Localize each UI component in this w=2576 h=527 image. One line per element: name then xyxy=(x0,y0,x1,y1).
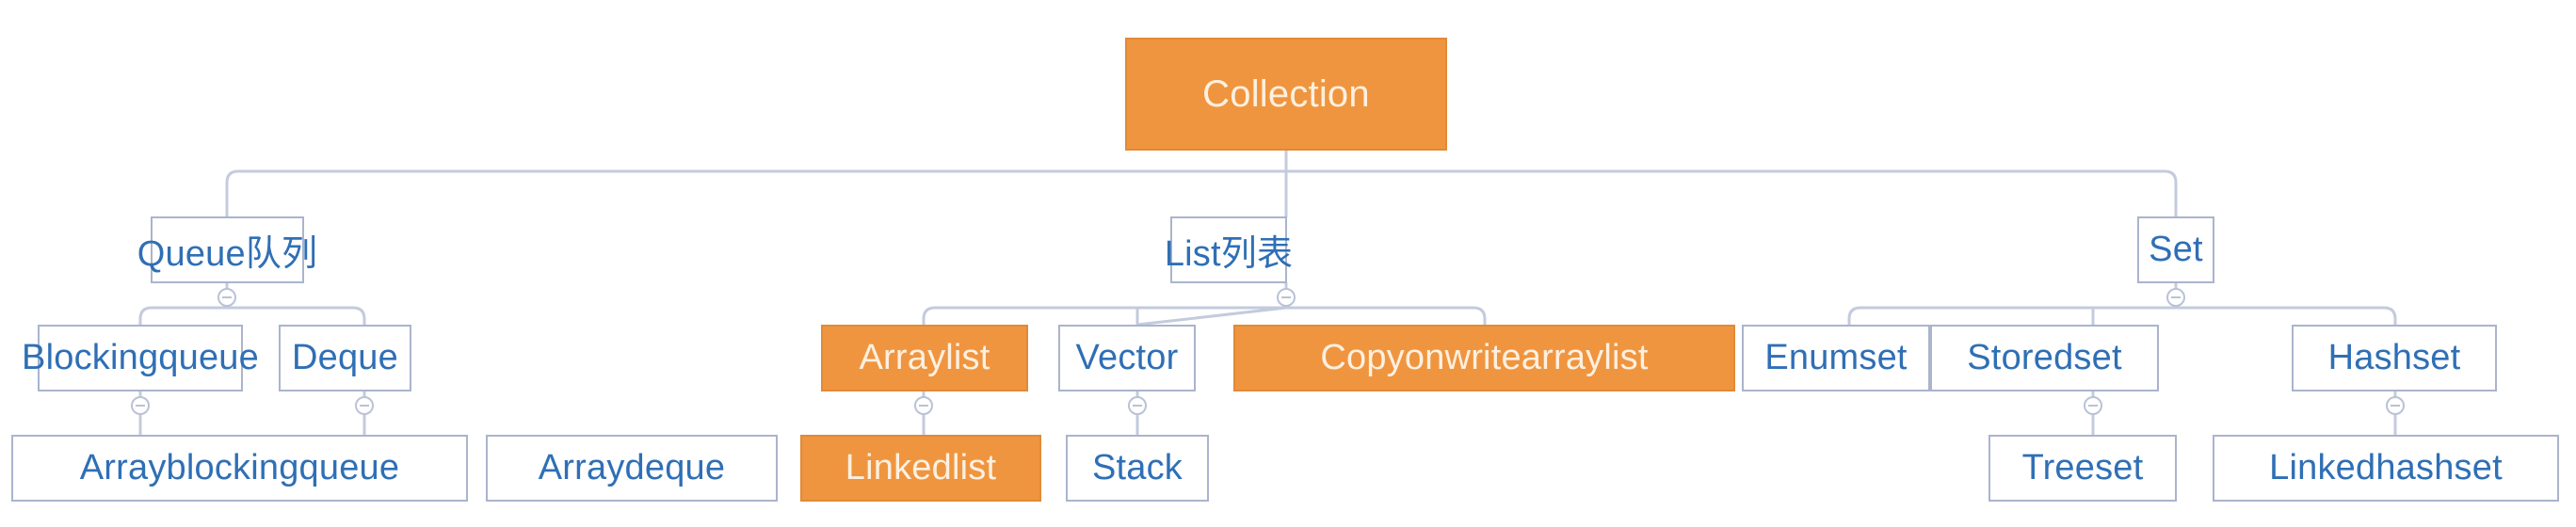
node-deque[interactable]: Deque xyxy=(279,325,411,391)
node-label: Hashset xyxy=(2327,338,2461,377)
node-enumset[interactable]: Enumset xyxy=(1742,325,1930,391)
node-hashset[interactable]: Hashset xyxy=(2292,325,2497,391)
node-list[interactable]: List列表 xyxy=(1165,216,1293,283)
node-label: Linkedlist xyxy=(845,448,997,487)
node-arraydeque[interactable]: Arraydeque xyxy=(486,435,778,502)
edge-queue-deque xyxy=(225,306,366,327)
collapse-handle-list[interactable] xyxy=(1277,288,1296,307)
node-label: Arraydeque xyxy=(538,448,726,487)
edge-bus-to-set xyxy=(1284,169,2178,218)
node-linkedlist[interactable]: Linkedlist xyxy=(800,435,1041,502)
node-arrayblockingqueue[interactable]: Arrayblockingqueue xyxy=(11,435,468,502)
collapse-handle-set[interactable] xyxy=(2166,288,2185,307)
node-copyonwritearraylist[interactable]: Copyonwritearraylist xyxy=(1233,325,1735,391)
collapse-handle-queue[interactable] xyxy=(217,288,236,307)
node-label: Vector xyxy=(1075,338,1179,377)
node-set[interactable]: Set xyxy=(2137,216,2214,283)
node-label: Set xyxy=(2149,230,2203,269)
collapse-handle-vector[interactable] xyxy=(1128,396,1147,415)
node-blockingqueue[interactable]: Blockingqueue xyxy=(22,325,259,391)
node-arraylist[interactable]: Arraylist xyxy=(821,325,1028,391)
node-label: Linkedhashset xyxy=(2269,448,2503,487)
node-vector[interactable]: Vector xyxy=(1058,325,1196,391)
node-collection[interactable]: Collection xyxy=(1125,38,1447,151)
edge-set-enumset xyxy=(1847,306,2178,327)
node-label: Treeset xyxy=(2021,448,2144,487)
node-label: Copyonwritearraylist xyxy=(1320,338,1649,377)
node-label: Deque xyxy=(292,338,398,377)
node-queue[interactable]: Queue队列 xyxy=(137,216,317,283)
edge-list-arraylist xyxy=(922,306,1288,327)
node-label: Arrayblockingqueue xyxy=(79,448,400,487)
node-linkedhashset[interactable]: Linkedhashset xyxy=(2213,435,2559,502)
node-label: Arraylist xyxy=(859,338,990,377)
node-storedset[interactable]: Storedset xyxy=(1930,325,2159,391)
node-label: Collection xyxy=(1202,72,1370,115)
node-treeset[interactable]: Treeset xyxy=(1988,435,2177,502)
node-label: List列表 xyxy=(1164,234,1294,274)
edge-bus-to-queue xyxy=(225,169,1288,218)
node-stack[interactable]: Stack xyxy=(1066,435,1209,502)
edge-list-vector xyxy=(1135,306,1288,327)
collapse-handle-storedset[interactable] xyxy=(2084,396,2102,415)
node-label: Enumset xyxy=(1764,338,1908,377)
node-label: Stack xyxy=(1091,448,1183,487)
collapse-handle-blockingqueue[interactable] xyxy=(131,396,150,415)
edge-queue-blockingq xyxy=(138,306,229,327)
collapse-handle-hashset[interactable] xyxy=(2386,396,2405,415)
edge-set-hashset xyxy=(2174,306,2397,327)
collapse-handle-deque[interactable] xyxy=(355,396,374,415)
edge-list-cow xyxy=(1284,306,1487,327)
collapse-handle-arraylist[interactable] xyxy=(914,396,933,415)
node-label: Queue队列 xyxy=(137,234,318,274)
node-label: Blockingqueue xyxy=(22,338,259,377)
node-label: Storedset xyxy=(1967,338,2122,377)
